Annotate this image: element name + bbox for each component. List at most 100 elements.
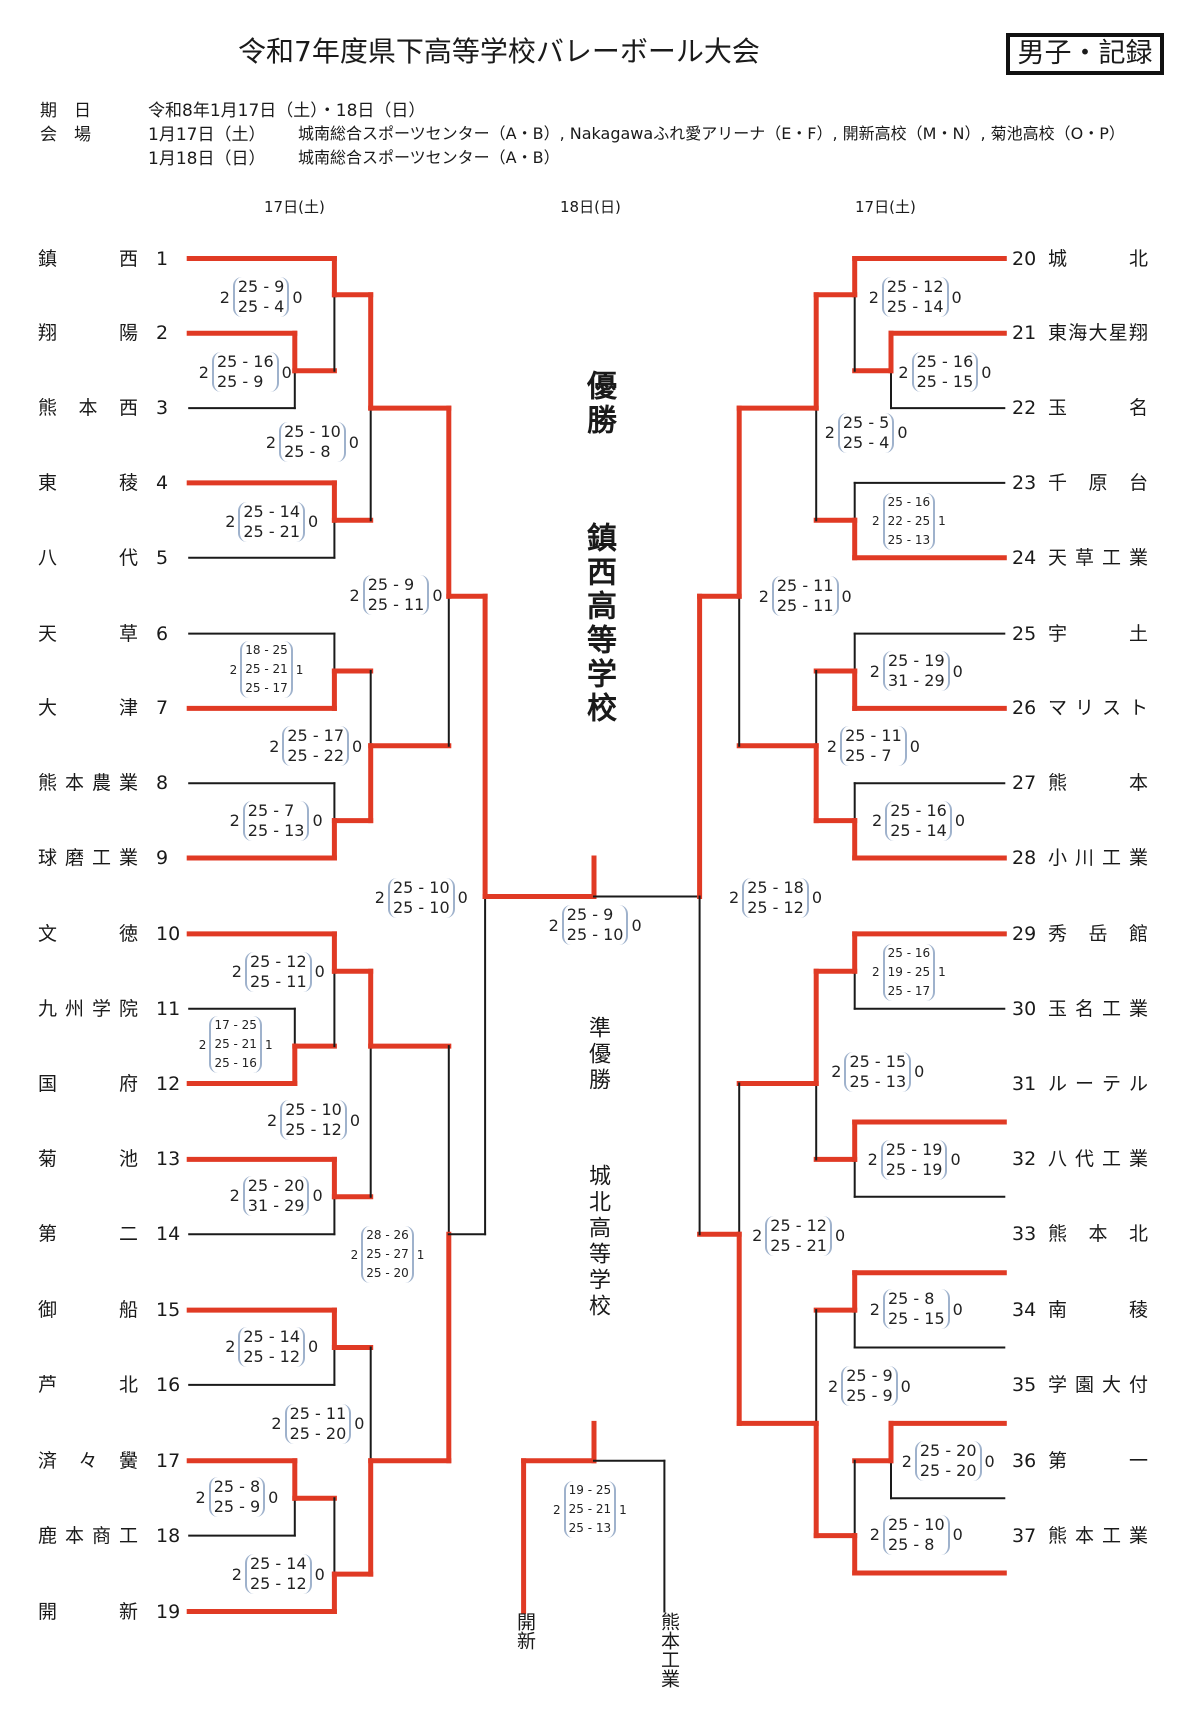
set-score: 25 - 13 xyxy=(849,1071,907,1091)
team-seed-number: 14 xyxy=(156,1223,181,1246)
set-score: 25 - 19 xyxy=(885,1159,943,1179)
team-seed-number: 5 xyxy=(156,546,169,569)
team-name: 国府 xyxy=(38,1072,138,1095)
sets-lost: 0 xyxy=(292,287,303,307)
sets-won: 2 xyxy=(898,362,909,382)
sets-lost: 0 xyxy=(349,1110,361,1130)
sets-lost: 0 xyxy=(950,1150,961,1170)
set-score: 25 - 12 xyxy=(770,1215,827,1235)
sets-won: 2 xyxy=(229,1186,240,1206)
set-score: 25 - 8 xyxy=(284,442,331,462)
team-seed-number: 26 xyxy=(1012,697,1037,720)
sets-lost: 0 xyxy=(909,736,920,756)
sets-lost: 0 xyxy=(457,888,468,908)
team-name: 開新 xyxy=(38,1600,138,1623)
set-score: 25 - 4 xyxy=(237,297,285,317)
team-name: 第二 xyxy=(38,1223,138,1246)
team-seed-number: 20 xyxy=(1012,247,1037,270)
sets-won: 2 xyxy=(729,888,740,908)
team-name: 翔陽 xyxy=(38,322,138,345)
set-score: 19 - 25 xyxy=(568,1483,612,1498)
sets-lost: 0 xyxy=(952,1525,963,1545)
team-seed-number: 10 xyxy=(156,922,181,945)
team-name: 熊本工業 xyxy=(1048,1524,1148,1547)
team-name: 南稜 xyxy=(1048,1299,1148,1322)
set-score: 25 - 12 xyxy=(285,1120,342,1139)
sets-lost: 0 xyxy=(314,962,325,981)
set-score: 25 - 18 xyxy=(747,877,804,897)
sets-won: 2 xyxy=(229,662,238,677)
sets-lost: 0 xyxy=(811,888,823,908)
sets-won: 2 xyxy=(872,811,883,831)
sets-won: 2 xyxy=(872,514,880,528)
team-name: 玉名 xyxy=(1048,397,1148,420)
set-score: 25 - 10 xyxy=(285,1100,342,1119)
set-score: 25 - 19 xyxy=(885,1139,943,1159)
sets-lost: 0 xyxy=(268,1487,279,1507)
team-seed-number: 29 xyxy=(1012,922,1037,945)
sets-won: 2 xyxy=(229,811,240,831)
team-name: 九州学院 xyxy=(38,997,138,1020)
team-name: 千原台 xyxy=(1048,471,1148,494)
set-score: 25 - 15 xyxy=(887,1309,945,1329)
set-score: 25 - 8 xyxy=(213,1477,261,1497)
sets-won: 2 xyxy=(225,1337,236,1357)
team-seed-number: 19 xyxy=(156,1600,181,1623)
sets-won: 2 xyxy=(350,1247,359,1262)
sets-won: 2 xyxy=(828,1376,839,1396)
set-score: 22 - 25 xyxy=(887,513,931,528)
sets-won: 2 xyxy=(869,1299,880,1319)
sets-won: 2 xyxy=(225,512,236,532)
set-score: 25 - 21 xyxy=(245,662,288,676)
set-score: 25 - 16 xyxy=(890,800,947,820)
sets-won: 2 xyxy=(374,888,385,908)
team-name: 小川工業 xyxy=(1048,847,1148,869)
team-name: 鹿本商工 xyxy=(38,1524,138,1547)
team-seed-number: 8 xyxy=(156,772,169,795)
sets-lost: 0 xyxy=(952,1299,963,1319)
sets-lost: 0 xyxy=(348,432,359,452)
venue-label: 会 場 xyxy=(40,125,91,145)
team-name: 鎮西 xyxy=(38,247,138,270)
sets-won: 2 xyxy=(867,1150,878,1170)
set-score: 25 - 4 xyxy=(842,432,890,452)
champion-label: 優勝 xyxy=(581,370,616,438)
sets-won: 2 xyxy=(869,661,880,681)
team-seed-number: 33 xyxy=(1012,1223,1037,1246)
sets-lost: 0 xyxy=(354,1414,365,1434)
sets-lost: 0 xyxy=(352,736,363,756)
team-name: 菊池 xyxy=(38,1148,138,1171)
sets-lost: 0 xyxy=(432,585,443,605)
team-seed-number: 31 xyxy=(1012,1072,1037,1095)
set-score: 25 - 8 xyxy=(887,1289,935,1309)
set-score: 25 - 12 xyxy=(747,897,804,917)
sets-won: 2 xyxy=(869,1525,880,1545)
team-name: 済々黌 xyxy=(38,1449,138,1472)
team-name: マリスト xyxy=(1048,697,1148,720)
venue-day2: 1月18日（日） xyxy=(148,149,266,169)
team-seed-number: 36 xyxy=(1012,1449,1037,1472)
team-name: 熊本北 xyxy=(1048,1223,1148,1246)
third-place-left-team: 開新 xyxy=(514,1612,536,1650)
